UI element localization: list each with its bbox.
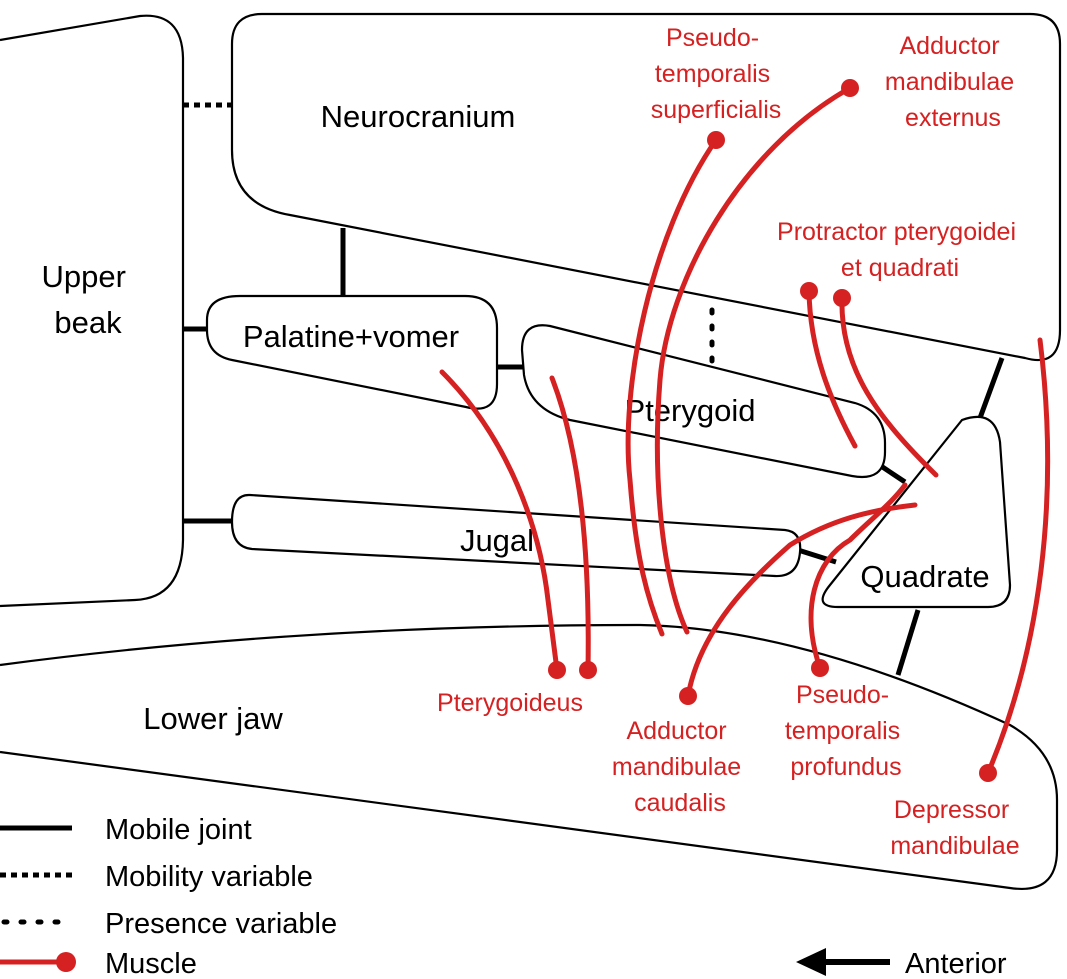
muscle-protractor-pterygoidei-b	[839, 295, 939, 478]
legend-presence-variable-label: Presence variable	[105, 908, 337, 940]
muscle-pseudotemporalis-superficialis	[625, 137, 719, 637]
legend-mobile-joint-label: Mobile joint	[105, 814, 252, 846]
label-depressor-mandibulae: Depressor mandibulae	[890, 796, 1019, 860]
muscle-protractor-pterygoidei-a	[806, 288, 858, 449]
muscle-depressor-mandibulae-insertion	[979, 764, 997, 782]
legend-muscle-swatch-dot	[56, 952, 76, 972]
neurocranium-label: Neurocranium	[321, 99, 516, 134]
muscle-adductor-mandibulae-caudalis-insertion	[679, 687, 697, 705]
muscle-pterygoideus-b	[549, 375, 591, 673]
legend-mobility-variable-label: Mobility variable	[105, 861, 313, 893]
muscle-pterygoideus-a	[439, 369, 560, 673]
pterygoid-label: Pterygoid	[625, 393, 756, 428]
joint-neurocranium-quadrate	[977, 357, 1005, 419]
legend: Mobile joint Mobility variable Presence …	[0, 814, 1007, 979]
anterior-label: Anterior	[905, 948, 1007, 979]
muscle-protractor-origin-b	[833, 289, 851, 307]
quadrate-label: Quadrate	[860, 559, 989, 594]
palatine-vomer-shape	[205, 294, 499, 410]
quadrate-shape	[821, 415, 1012, 609]
muscle-pterygoideus-insertion-a	[548, 661, 566, 679]
legend-muscle-label: Muscle	[105, 948, 197, 979]
muscle-adductor-mandibulae-caudalis	[685, 502, 918, 699]
palatine-vomer-label: Palatine+vomer	[243, 319, 459, 354]
label-pterygoideus: Pterygoideus	[437, 689, 583, 717]
label-protractor-pterygoidei: Protractor pterygoidei et quadrati	[777, 218, 1023, 282]
muscle-pterygoideus-insertion-b	[579, 661, 597, 679]
upper-beak-label: Upper beak	[41, 259, 134, 340]
lower-jaw-label: Lower jaw	[143, 701, 283, 736]
muscle-protractor-origin-a	[800, 282, 818, 300]
pterygoid-shape	[520, 324, 887, 479]
lower-jaw-shape	[0, 623, 1059, 890]
label-pseudotemporalis-superficialis: Pseudo- temporalis superficialis	[651, 24, 782, 124]
anterior-arrow-icon	[796, 948, 826, 976]
joint-quadrate-lowerjaw	[895, 609, 921, 676]
muscle-depressor-mandibulae	[985, 337, 1051, 776]
muscle-pseudotemporalis-profundus	[808, 482, 908, 671]
muscles	[439, 79, 1051, 782]
muscle-pseudotemporalis-profundus-insertion	[811, 659, 829, 677]
neurocranium-shape	[230, 12, 1062, 362]
jugal-label: Jugal	[460, 523, 534, 558]
label-adductor-mandibulae-caudalis: Adductor mandibulae caudalis	[612, 717, 748, 817]
muscle-adductor-mandibulae-externus	[654, 85, 853, 635]
label-adductor-mandibulae-externus: Adductor mandibulae externus	[885, 32, 1021, 132]
muscle-pseudotemporalis-superficialis-origin	[707, 131, 725, 149]
muscle-adductor-mandibulae-externus-origin	[841, 79, 859, 97]
label-pseudotemporalis-profundus: Pseudo- temporalis profundus	[785, 681, 907, 781]
upper-beak-shape	[0, 14, 185, 608]
